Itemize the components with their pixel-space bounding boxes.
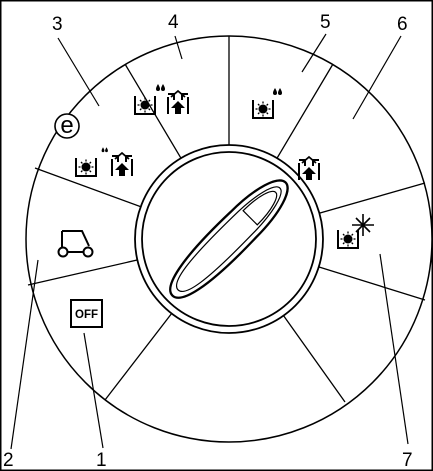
- selector-dial: [25, 35, 433, 443]
- callout-2: 2: [3, 450, 14, 471]
- callout-1: 1: [96, 450, 107, 471]
- eco-symbol: e: [54, 112, 80, 139]
- callout-leaders: [10, 33, 409, 450]
- frost-star-icon: [352, 214, 374, 236]
- heater-frost-icon: [337, 214, 374, 249]
- callout-7: 7: [402, 450, 413, 471]
- rotary-knob[interactable]: [159, 169, 298, 308]
- callout-6: 6: [397, 14, 408, 35]
- callout-numbers: 3 4 5 6 2 1 7: [3, 12, 413, 471]
- off-icon: OFF: [70, 299, 103, 328]
- eco-letter: e: [60, 112, 73, 139]
- callout-4: 4: [168, 12, 179, 33]
- callout-5: 5: [320, 12, 331, 33]
- vehicle-icon: [57, 230, 94, 258]
- callout-3: 3: [52, 14, 63, 35]
- off-label: OFF: [75, 309, 98, 321]
